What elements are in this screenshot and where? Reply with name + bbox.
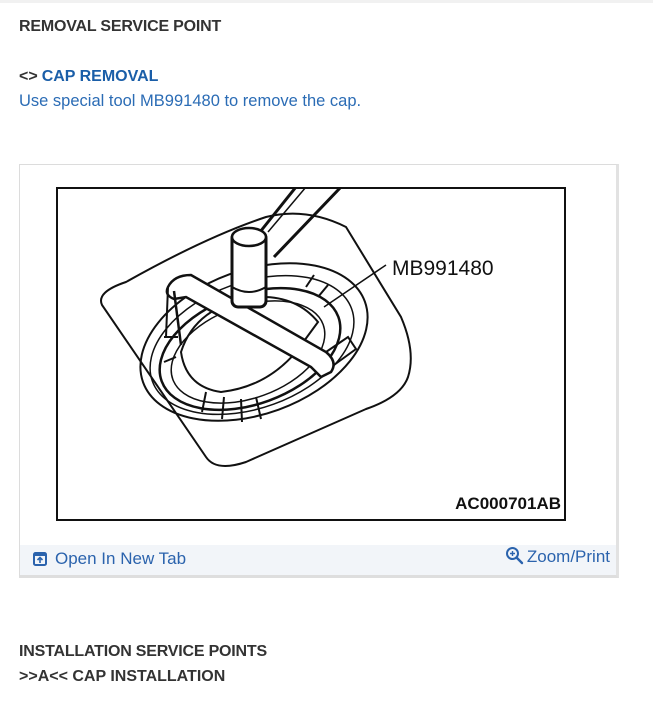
zoom-print-label: Zoom/Print (526, 547, 610, 566)
zoom-print-link[interactable]: Zoom/Print (505, 546, 610, 567)
figure-toolbar: Open In New Tab Zoom/Print (20, 545, 616, 575)
removal-section-heading: REMOVAL SERVICE POINT (19, 18, 222, 35)
cap-removal-step-title: <>CAP REMOVAL (19, 68, 158, 86)
tool-callout-label: MB991480 (392, 257, 494, 280)
step-marker: <> (19, 68, 38, 85)
top-divider (0, 0, 653, 3)
open-in-new-tab-link[interactable]: Open In New Tab (33, 549, 186, 569)
step-title-text: CAP REMOVAL (41, 68, 159, 85)
cap-installation-step-title: >>A<< CAP INSTALLATION (19, 668, 226, 685)
zoom-in-icon (505, 546, 524, 564)
open-in-new-tab-label: Open In New Tab (55, 549, 187, 568)
open-in-new-tab-icon (33, 552, 47, 566)
installation-section-heading: INSTALLATION SERVICE POINTS (19, 643, 267, 660)
cap-removal-instruction: Use special tool MB991480 to remove the … (19, 92, 362, 110)
figure-card: MB991480 AC000701AB Open In New Tab Zoom… (19, 164, 619, 578)
figure-id-label: AC000701AB (455, 494, 561, 513)
cap-removal-illustration: MB991480 AC000701AB (56, 187, 566, 521)
